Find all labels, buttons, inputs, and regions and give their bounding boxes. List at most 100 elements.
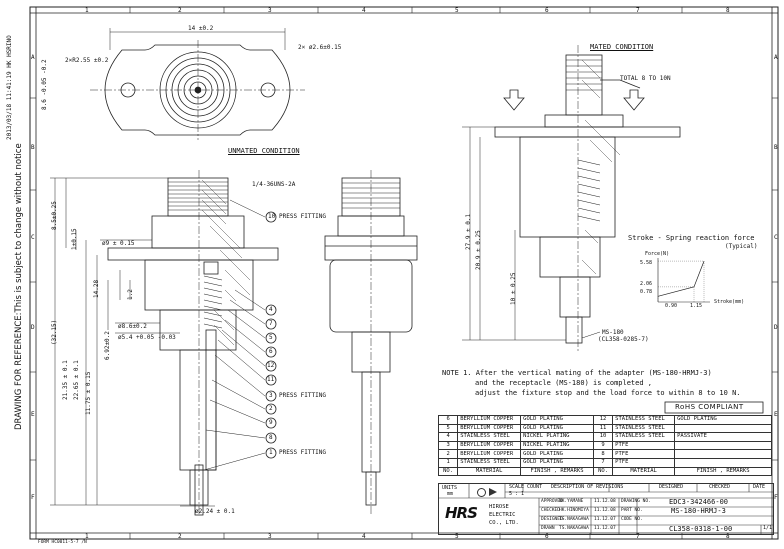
dim-height: 8.6 -0.05 -0.2 [41, 59, 48, 110]
bom-cell: 4 [437, 432, 459, 442]
checked-date: 11.12.08 [594, 508, 616, 513]
title-block-lines [439, 484, 773, 534]
callout-8: 8 [269, 434, 273, 441]
thread-label: 1/4-36UNS-2A [252, 181, 296, 188]
chart-ytick-1: 5.58 [640, 260, 653, 266]
load-label: TOTAL 8 TO 10N [620, 75, 671, 82]
mated-view [462, 45, 681, 352]
dim-1-2: 1.2 [127, 289, 134, 300]
bom-cell [674, 457, 772, 468]
note-line-1: NOTE 1. After the vertical mating of the… [442, 369, 712, 377]
part-no-value: MS-180-HRMJ-3 [671, 507, 726, 515]
callout-1: 1 [269, 449, 273, 456]
top-view [90, 28, 305, 140]
bom-cell: 1 [437, 457, 459, 468]
code-no-label: CODE NO. [621, 517, 643, 522]
designed-name: TS.NAKAGAWA [559, 517, 589, 522]
row-label-d-r: D [774, 324, 778, 331]
drawing-no-value: EDC3-342466-00 [669, 498, 729, 506]
approved-name: NK.YAMANE [559, 499, 584, 504]
part-no-label: PART NO. [621, 508, 643, 513]
bom-cell: STAINLESS STEEL [457, 457, 522, 468]
col-label-8b: 8 [726, 533, 730, 540]
bom-cell: 10 [592, 432, 614, 442]
bom-cell [674, 449, 772, 459]
col-label-4: 4 [362, 7, 366, 14]
dim-width: 14 ±0.2 [188, 25, 214, 32]
row-label-a: A [31, 54, 35, 61]
dim-1: 1±0.15 [71, 228, 78, 250]
chart-ytick-2: 2.06 [640, 281, 653, 287]
company-line-3: CO., LTD. [489, 520, 519, 526]
drawn-role: DRAWN [541, 526, 555, 531]
callout-7: 7 [269, 320, 273, 327]
bom-header-cell: NO. [592, 466, 614, 477]
projection-symbol-icon [477, 488, 486, 497]
dim-27-9: 27.9 ± 0.1 [465, 213, 472, 250]
bom-cell: PTFE [612, 440, 676, 451]
bom-cell: NICKEL PLATING [520, 432, 594, 442]
units-value: mm [447, 491, 454, 497]
dim-20-9: 20.9 ± 0.25 [475, 230, 482, 270]
bom-cell: 12 [592, 415, 614, 425]
count-label: COUNT [527, 484, 543, 490]
scale-label: SCALE [509, 484, 525, 490]
bom-cell: 2 [437, 449, 459, 459]
spring-chart [657, 258, 710, 303]
bom-cell [674, 423, 772, 434]
col-label-6b: 6 [545, 533, 549, 540]
bom-cell: BERYLLIUM COPPER [457, 423, 522, 434]
row-label-c: C [31, 234, 35, 241]
bom-cell: STAINLESS STEEL [457, 432, 522, 442]
bom-header-cell: NO. [437, 466, 459, 477]
bom-cell: GOLD PLATING [674, 415, 772, 425]
timestamp-text: 2013/03/18 11:41:19 HK HSRINO [6, 35, 13, 140]
company-line-2: ELECTRIC [489, 512, 516, 518]
col-label-3: 3 [268, 7, 272, 14]
bom-cell: 6 [437, 415, 459, 425]
hrs-logo: HRS [445, 504, 478, 522]
bom-cell: NICKEL PLATING [520, 440, 594, 451]
col-label-2: 2 [178, 7, 182, 14]
dim-11-75: 11.75 ± 0.15 [85, 371, 92, 415]
desc-rev-label: DESCRIPTION OF REVISIONS [551, 484, 624, 490]
checked-name: HK.HINOMIYA [559, 508, 589, 513]
col-label-6: 6 [545, 7, 549, 14]
bom-cell: GOLD PLATING [520, 415, 594, 425]
row-label-f-r: F [774, 494, 778, 501]
dim-32-15: (32.15) [51, 319, 58, 345]
col-label-2b: 2 [178, 533, 182, 540]
row-label-d: D [31, 324, 35, 331]
col-label-5: 5 [455, 7, 459, 14]
chart-ytick-3: 0.78 [640, 289, 653, 295]
callout-10: 10 [268, 213, 276, 220]
callout-3-text: PRESS FITTING [279, 392, 326, 399]
bom-cell: PTFE [612, 457, 676, 468]
bom-cell: BERYLLIUM COPPER [457, 415, 522, 425]
checked-role: CHECKED [541, 508, 560, 513]
callout-6: 6 [269, 348, 273, 355]
bom-cell: STAINLESS STEEL [612, 432, 676, 442]
bom-cell: 8 [592, 449, 614, 459]
col-label-5b: 5 [455, 533, 459, 540]
col-label-7: 7 [636, 7, 640, 14]
approved-role: APPROVED [541, 499, 563, 504]
rohs-label: RoHS COMPLIANT [675, 403, 744, 411]
code-no-value: CL358-0318-1-00 [669, 525, 733, 533]
section-view [50, 170, 279, 516]
chart-xtick-2: 1.15 [690, 303, 703, 309]
company-line-1: HIROSE [489, 504, 509, 510]
drawing-no-label: DRAWING NO. [621, 499, 651, 504]
row-label-a-r: A [774, 54, 778, 61]
dim-d5-4: ø5.4 +0.05 -0.03 [118, 334, 176, 341]
reference-note: DRAWING FOR REFERENCE:This is subject to… [14, 143, 24, 430]
dim-radius: 2×R2.55 ±0.2 [65, 57, 109, 64]
ms180-label: MS-180 [602, 329, 624, 336]
designed-date: 11.12.07 [594, 517, 616, 522]
